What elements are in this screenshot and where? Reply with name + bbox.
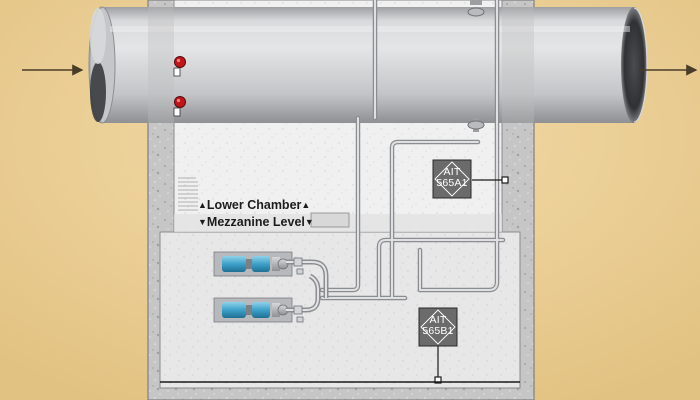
instrument-tag: AIT: [429, 314, 447, 326]
instrument-number: 565A1: [436, 177, 468, 189]
up-triangle-icon: ▲: [198, 200, 207, 210]
sample-lines: [319, 0, 506, 301]
vault-wall-overlay-right: [502, 7, 534, 123]
valve-handwheel: [467, 118, 485, 132]
instrument-label-b: AIT 565B1: [420, 315, 456, 337]
mezzanine-level-label: ▼Mezzanine Level▼: [198, 215, 314, 229]
vault-wall-overlay-left: [148, 7, 174, 123]
mezzanine-gauge-box: [310, 212, 350, 228]
instrument-box-a: [432, 159, 472, 199]
up-triangle-icon: ▲: [301, 200, 311, 210]
down-triangle-icon: ▼: [198, 217, 207, 227]
pump-motor: [222, 302, 246, 318]
instrument-wiring: [160, 176, 520, 384]
lower-chamber-text: Lower Chamber: [206, 198, 302, 212]
valve-handwheel: [467, 0, 485, 17]
red-indicator-light: [173, 56, 186, 77]
instrument-box-b: [418, 307, 458, 347]
pump-motor: [252, 302, 270, 318]
pump-assembly-upper: [213, 251, 329, 298]
red-indicator-light: [173, 96, 186, 117]
pump-assembly-lower: [213, 273, 321, 323]
instrument-label-a: AIT 565A1: [434, 167, 470, 189]
mezzanine-level-text: Mezzanine Level: [206, 215, 305, 229]
lower-chamber-label: ▲Lower Chamber▲: [198, 198, 310, 212]
instrument-number: 565B1: [422, 325, 454, 337]
instrument-tag: AIT: [443, 166, 461, 178]
wall-grating-lower: [178, 177, 198, 211]
pump-motor: [252, 256, 270, 272]
down-triangle-icon: ▼: [304, 217, 314, 227]
main-pipe: [88, 6, 648, 124]
pump-valves: [293, 257, 304, 323]
pump-motor: [222, 256, 246, 272]
